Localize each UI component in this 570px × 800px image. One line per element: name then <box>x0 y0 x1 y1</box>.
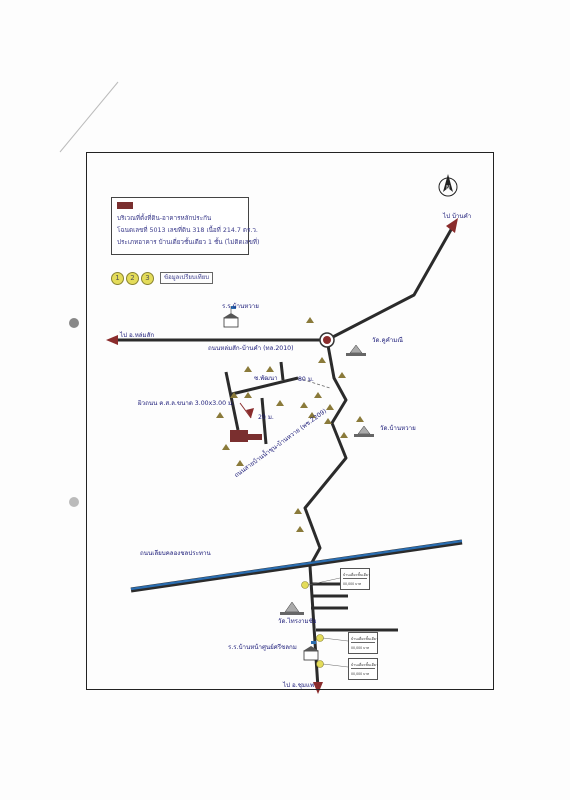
label-wat-chai-charoen: วัด.ไทรงามชัย <box>278 618 317 625</box>
label-to-chum-phae: ไป อ.ชุมแพ <box>283 682 315 689</box>
temple-chai-charoen-icon <box>280 601 304 615</box>
tree-icon <box>216 412 224 418</box>
tree-icon <box>340 432 348 438</box>
label-distance-80: 80 ม. <box>298 376 314 383</box>
temple-khu-kham-icon <box>346 344 366 356</box>
label-to-lom-sak: ไป อ.หล่มสัก <box>120 332 155 339</box>
label-school-nam-chun: ร.ร.บ้านหน้าศูนย์ศรีชลกม <box>228 644 297 651</box>
arrow-lane-note <box>246 408 254 418</box>
arrow-to-lom-sak <box>106 335 118 345</box>
comparable-1-price: 00,000 บาท <box>343 582 362 586</box>
road-nam-chun <box>303 339 348 689</box>
comparable-box-2: บ้านเดี่ยวชั้นเดียว 00,000 บาท <box>348 632 378 654</box>
tree-icon <box>326 404 334 410</box>
comparable-box-3: บ้านเดี่ยวชั้นเดียว 00,000 บาท <box>348 658 378 680</box>
tree-icons <box>216 317 364 532</box>
legend-box: บริเวณที่ตั้งที่ดิน-อาคารหลักประกัน โฉนด… <box>111 197 259 255</box>
label-soi-phatthana: ซ.พัฒนา <box>254 375 278 382</box>
punch-hole-top <box>69 318 79 328</box>
tree-icon <box>266 366 274 372</box>
tree-icon <box>306 317 314 323</box>
canal <box>130 539 463 591</box>
arrow-to-ban-kham <box>446 218 458 233</box>
comparable-markers <box>301 577 349 668</box>
step-1: 1 <box>111 271 124 285</box>
tree-icon <box>236 460 244 466</box>
label-distance-20: 20 ม. <box>258 414 274 421</box>
temple-ban-wai-icon <box>354 425 374 437</box>
road-network <box>116 227 454 689</box>
lane-upper <box>279 361 285 381</box>
label-wat-ban-wai: วัด.บ้านหวาย <box>380 425 416 432</box>
subject-property <box>230 430 248 442</box>
legend-line-3: ประเภทอาคาร บ้านเดี่ยวชั้นเดียว 1 ชั้น (… <box>117 239 260 246</box>
subject-swatch <box>117 202 133 209</box>
step-3: 3 <box>141 271 154 285</box>
tree-icon <box>308 412 316 418</box>
dimension-line-80 <box>297 377 331 389</box>
punch-hole-bottom <box>69 497 79 507</box>
step-2: 2 <box>126 271 139 285</box>
legend-line-1: บริเวณที่ตั้งที่ดิน-อาคารหลักประกัน <box>117 215 212 222</box>
tree-icon <box>324 418 332 424</box>
tree-icon <box>294 508 302 514</box>
label-road-lomsak-bankham: ถนนหล่มสัก-บ้านคำ (ทล.2010) <box>208 345 294 352</box>
comparable-3-price: 00,000 บาท <box>351 672 370 676</box>
soi-phatthana <box>231 376 299 396</box>
school-nam-chun-icon <box>303 641 319 661</box>
comparable-legend: 1 2 3 ข้อมูลเปรียบเทียบ <box>111 271 214 285</box>
paper-fold-mark <box>59 81 119 153</box>
tree-icon <box>356 416 364 422</box>
tree-icon <box>276 400 284 406</box>
tree-icon <box>300 402 308 408</box>
comparable-3-title: บ้านเดี่ยวชั้นเดียว <box>351 663 379 667</box>
tree-icon <box>338 372 346 378</box>
road-lomsak-bankham <box>116 227 454 342</box>
comparable-2-price: 00,000 บาท <box>351 646 370 650</box>
lane-right <box>260 397 268 445</box>
tree-icon <box>244 392 252 398</box>
north-label: N <box>446 185 450 191</box>
comparable-1-title: บ้านเดี่ยวชั้นเดียว <box>343 573 371 577</box>
comparable-legend-label: ข้อมูลเปรียบเทียบ <box>160 272 214 284</box>
map-frame <box>86 152 494 690</box>
label-to-ban-kham: ไป บ้านคำ <box>443 213 472 220</box>
tree-icon <box>296 526 304 532</box>
comparable-2-title: บ้านเดี่ยวชั้นเดียว <box>351 637 379 641</box>
label-lane-note: ผิวถนน ค.ส.ล.ขนาด 3.00x3.00 ม. <box>138 400 235 407</box>
label-wat-khu-kham: วัด.คูคำมณี <box>372 337 404 344</box>
school-ban-wai-icon <box>223 306 239 328</box>
comparable-box-1: บ้านเดี่ยวชั้นเดียว 00,000 บาท <box>340 568 370 590</box>
tree-icon <box>314 392 322 398</box>
tree-icon <box>222 444 230 450</box>
legend-line-2: โฉนดเลขที่ 5013 เลขที่ดิน 318 เนื้อที่ 2… <box>117 227 258 234</box>
lane-note-leader <box>239 402 252 419</box>
label-school-ban-wai: ร.ร.บ้านหวาย <box>222 303 259 310</box>
tree-icon <box>230 392 238 398</box>
arrow-to-chum-phae <box>313 682 323 694</box>
tree-icon <box>318 357 326 363</box>
roundabout-center <box>323 336 331 344</box>
label-road-canal: ถนนเลียบคลองชลประทาน <box>140 550 211 557</box>
north-arrow-icon: N <box>438 174 458 197</box>
subject-annex <box>248 434 262 440</box>
tree-icon <box>244 366 252 372</box>
lane-left <box>224 371 240 431</box>
